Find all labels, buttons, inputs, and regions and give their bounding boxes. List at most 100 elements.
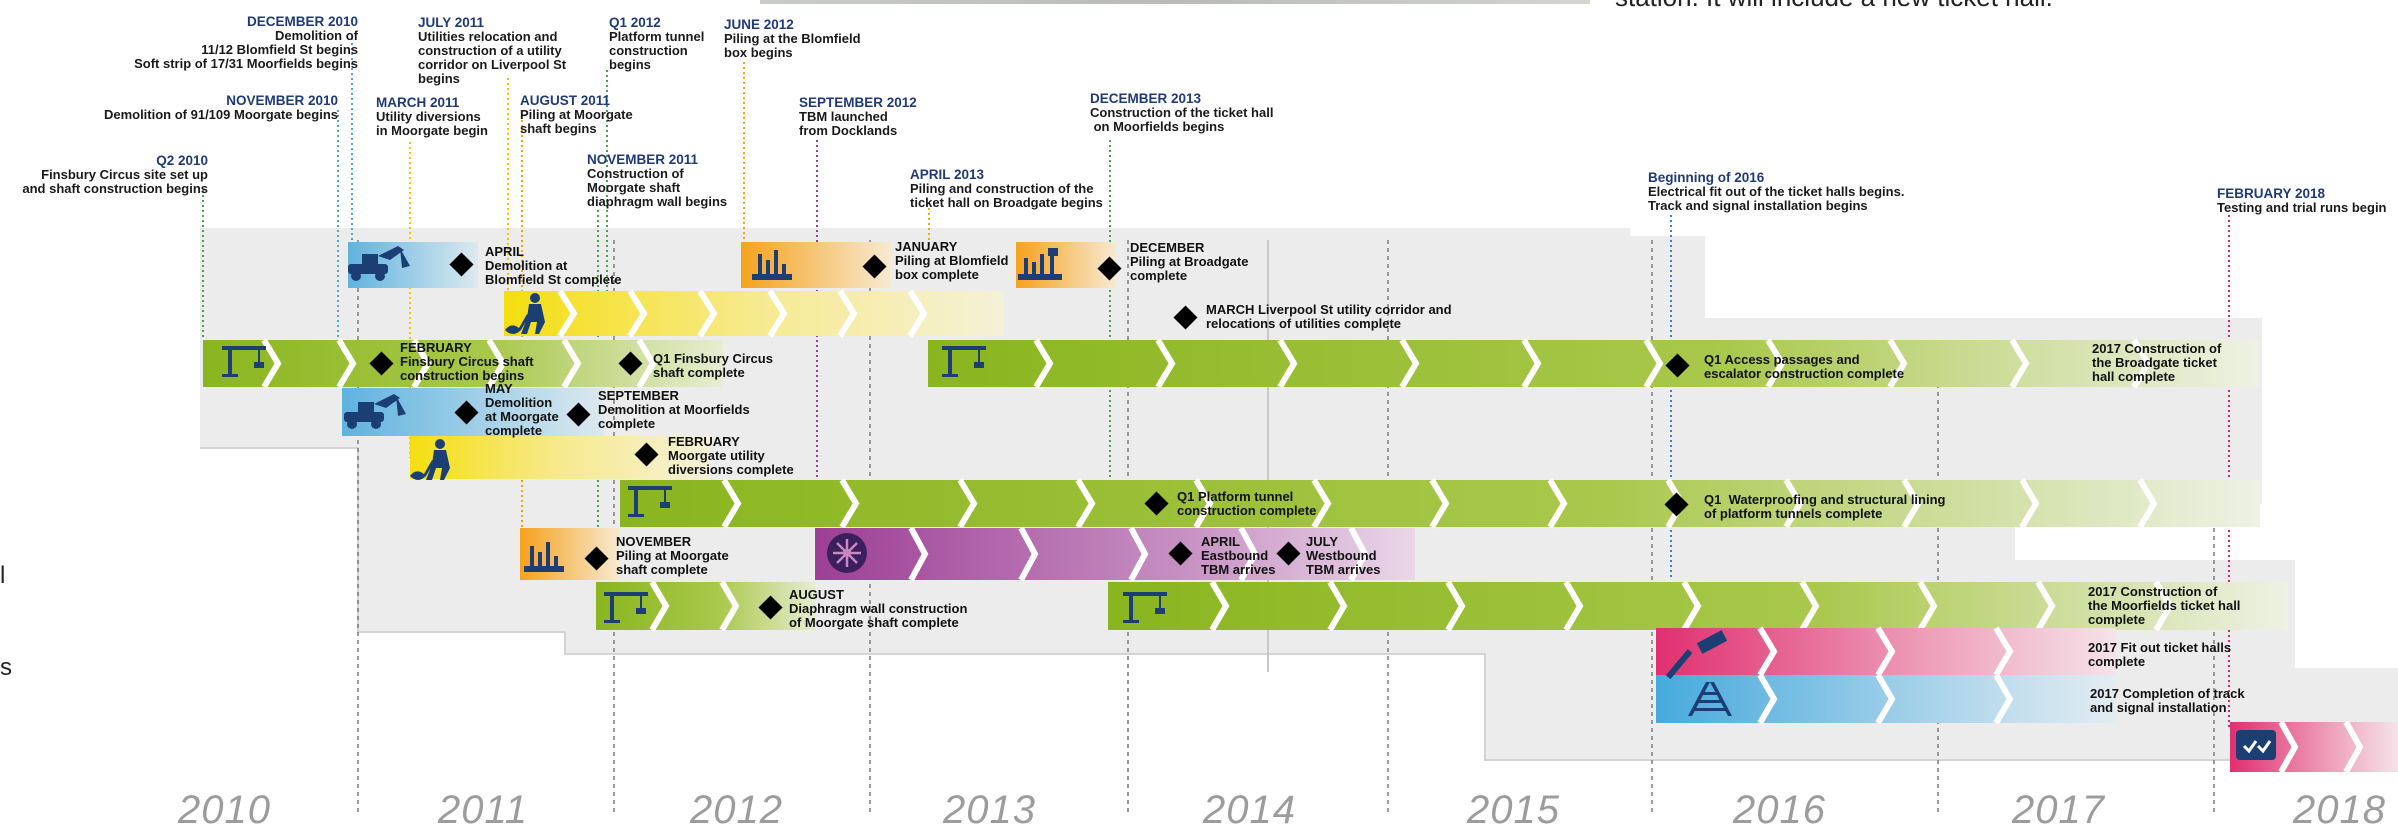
milestone-date: Beginning of 2016: [1648, 170, 1765, 185]
chevron-divider: [1277, 338, 1298, 389]
chevron-divider: [2131, 338, 2152, 389]
year-label-2014: 2014: [1203, 788, 1296, 832]
milestone-text: Utility diversions in Moorgate begin: [376, 109, 488, 138]
digger-icon: [348, 246, 410, 281]
milestone-diamond: [1276, 541, 1301, 566]
left-text-fragment-1: l: [0, 562, 6, 589]
label-may-2011: MAY Demolition at Moorgate complete: [485, 381, 559, 438]
label-q1-waterproofing: Q1 Waterproofing and structural lining o…: [1704, 492, 1946, 521]
left-text-fragment-2: s: [0, 654, 12, 681]
checklist-icon: [2236, 730, 2276, 760]
bar-moorgate-piling: [520, 528, 620, 580]
milestone-text: Testing and trial runs begin: [2217, 200, 2387, 215]
chevron-divider: [557, 289, 578, 338]
chevron-divider: [336, 338, 357, 389]
piling-rig-icon: [524, 542, 564, 572]
hammer-icon: [1665, 630, 1728, 680]
chevron-divider: [1238, 526, 1259, 582]
label-q1-2016-access: Q1 Access passages and escalator constru…: [1704, 352, 1905, 381]
milestone-text: Platform tunnel construction begins: [609, 29, 705, 72]
crane-icon: [1123, 592, 1167, 623]
piling-rig-icon: [1018, 248, 1062, 280]
bar-broadgate-ticket-hall: [928, 338, 2258, 389]
milestone-diamond: [369, 351, 394, 376]
chevron-divider: [1521, 338, 1542, 389]
panel-shadow: [200, 447, 2398, 761]
label-sep-2011: SEPTEMBER Demolition at Moorfields compl…: [598, 388, 750, 431]
worker-shovel-icon: [505, 293, 545, 334]
chevron-divider: [837, 289, 858, 338]
bar-fitout-ticket-halls: [1656, 626, 2116, 677]
photo-strip: [760, 0, 1590, 4]
year-label-2013: 2013: [943, 788, 1036, 832]
label-feb-2012: FEBRUARY Moorgate utility diversions com…: [668, 434, 794, 477]
chevron-divider: [1993, 626, 2014, 677]
milestone-date: APRIL 2013: [910, 167, 985, 182]
milestone-text: Electrical fit out of the ticket halls b…: [1648, 184, 1905, 213]
worker-shovel-icon: [410, 439, 450, 480]
label-moorfields-2017: 2017 Construction of the Moorfields tick…: [2088, 584, 2241, 627]
label-broadgate-2017: 2017 Construction of the Broadgate ticke…: [2092, 341, 2222, 384]
milestone-diamond: [449, 252, 474, 277]
milestone-text: Construction of the ticket hall on Moorf…: [1090, 105, 1274, 134]
page-text-fragment: station. It will include a new ticket ha…: [1615, 0, 2053, 13]
milestone-date: JUNE 2012: [724, 17, 794, 32]
chevron-divider: [561, 338, 582, 389]
chevron-divider: [1643, 338, 1664, 389]
chevron-divider: [411, 338, 432, 389]
label-april-2011: APRIL Demolition at Blomfield St complet…: [485, 244, 622, 287]
milestone-diamond: [1097, 256, 1122, 281]
chevron-divider: [1128, 526, 1149, 582]
chevron-divider: [1757, 626, 1778, 677]
label-july-westbound: JULY Westbound TBM arrives: [1306, 534, 1381, 577]
chevron-divider: [1348, 526, 1369, 582]
crane-icon: [604, 592, 648, 623]
chevron-divider: [957, 478, 978, 529]
chevron-divider: [1757, 673, 1778, 725]
milestone-date: JULY 2011: [418, 15, 485, 30]
milestone-text: Finsbury Circus site set up and shaft co…: [22, 167, 208, 196]
chevron-divider: [1445, 580, 1466, 632]
milestone-diamond: [1665, 353, 1690, 378]
chevron-divider: [908, 526, 929, 582]
chevron-divider: [1311, 478, 1332, 529]
label-track-2017: 2017 Completion of track and signal inst…: [2090, 686, 2245, 715]
milestone-text: Utilities relocation and construction of…: [418, 29, 567, 86]
chevron-divider: [1993, 673, 2014, 725]
year-label-2017: 2017: [2012, 788, 2105, 832]
chevron-divider: [1901, 478, 1922, 529]
tbm-cutter-icon: [827, 533, 867, 573]
milestone-date: DECEMBER 2010: [246, 14, 358, 29]
label-q1-platform: Q1 Platform tunnel construction complete: [1177, 489, 1317, 518]
chevron-divider: [1193, 478, 1214, 529]
bar-moorgate-diaphragm: [596, 580, 816, 632]
chevron-divider: [627, 289, 648, 338]
milestone-date: NOVEMBER 2010: [226, 93, 338, 108]
milestone-text: TBM launched from Docklands: [799, 109, 898, 138]
milestone-diamond: [454, 400, 479, 425]
chevron-divider: [839, 478, 860, 529]
chevron-divider: [1429, 478, 1450, 529]
label-nov-2011: NOVEMBER Piling at Moorgate shaft comple…: [616, 534, 729, 577]
crane-icon: [628, 486, 672, 517]
chevron-divider: [2009, 338, 2030, 389]
milestone-text: Demolition of 91/109 Moorgate begins: [103, 107, 338, 122]
bar-platform-tunnels: [620, 478, 2260, 529]
milestone-text: Piling at the Blomfield box begins: [724, 31, 861, 60]
milestone-text: Demolition of 11/12 Blomfield St begins …: [134, 28, 358, 71]
year-label-2010: 2010: [178, 788, 271, 832]
milestone-text: Piling at Moorgate shaft begins: [520, 107, 633, 136]
chevron-divider: [2278, 720, 2299, 774]
chevron-divider: [1327, 580, 1348, 632]
chevron-divider: [697, 289, 718, 338]
milestone-date: FEBRUARY 2018: [2217, 186, 2326, 201]
label-aug-diaphragm: AUGUST Diaphragm wall construction of Mo…: [789, 587, 968, 630]
